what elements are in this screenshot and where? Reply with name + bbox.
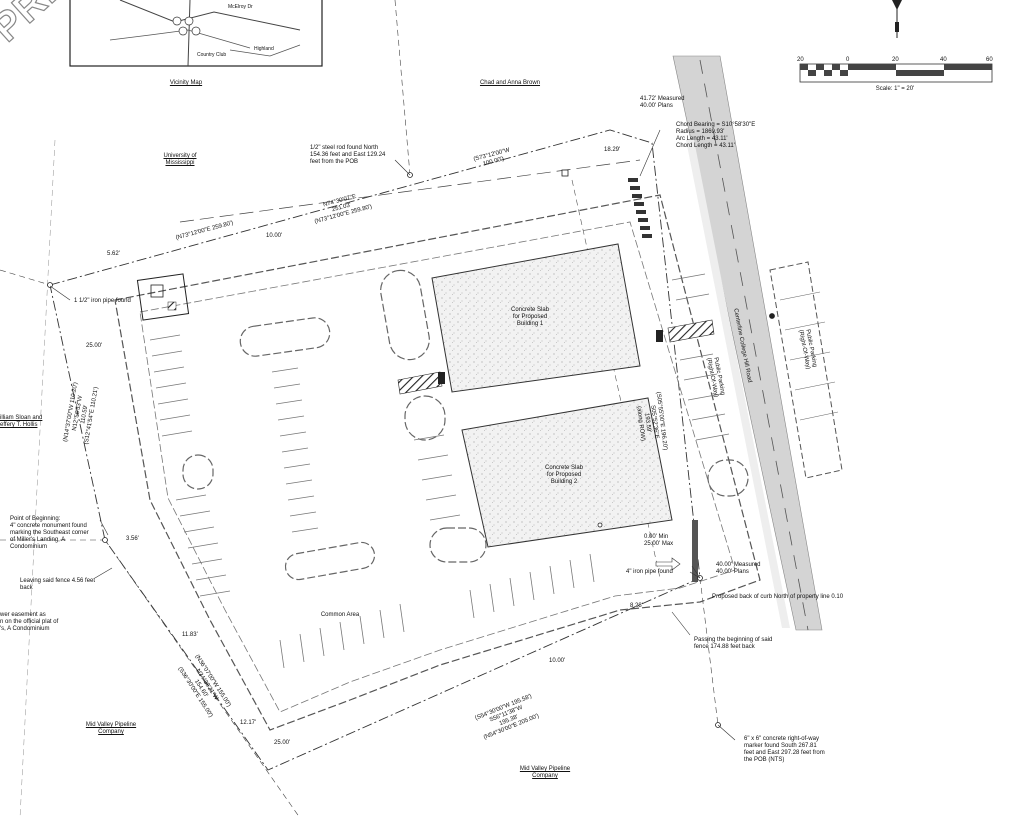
note-iron-pipe-4: 4" iron pipe found — [626, 569, 673, 575]
owner-chad-anna-brown: Chad and Anna Brown — [479, 80, 541, 86]
label-common-area: Common Area — [320, 612, 360, 618]
label-slab-building-1: Concrete Slab for Proposed Building 1 — [510, 307, 550, 327]
north-arrow-icon — [892, 0, 902, 38]
pavement-outline — [114, 194, 761, 731]
graphic-scale-bar — [799, 63, 993, 83]
vicinity-map-title: Vicinity Map — [169, 80, 203, 86]
dim-25-00-left: 25.00' — [86, 343, 103, 349]
survey-markers — [47, 172, 775, 728]
note-easement: wer easement as n on the official plat o… — [0, 612, 59, 632]
owner-mid-valley-pipeline-2: Mid Valley Pipeline Company — [519, 766, 571, 779]
note-row-marker: 6" x 6" concrete right-of-way marker fou… — [744, 736, 825, 763]
hatched-barriers — [397, 319, 715, 395]
note-leaving-fence: Leaving said fence 4.56 feet back — [20, 578, 96, 591]
dim-3-56: 3.56' — [126, 536, 139, 542]
scale-tick-60: 60 — [986, 57, 993, 63]
note-curve-data: Chord Bearing = S10°58'30"E Radius = 186… — [676, 122, 756, 149]
overhead-power-line — [179, 159, 641, 223]
vicinity-road-label-3: Highland — [254, 46, 274, 52]
dim-25-00-bottom: 25.00' — [274, 740, 291, 746]
leader-lines — [49, 129, 736, 741]
dim-18-29: 18.29' — [604, 147, 621, 153]
scale-tick-20: 20 — [892, 57, 899, 63]
note-passing-fence: Passing the beginning of said fence 174.… — [694, 637, 773, 650]
parking-islands — [182, 269, 749, 581]
scale-tick-0: 0 — [846, 57, 850, 63]
owner-sloan-hollis: illiam Sloan and effery T. Hollis — [0, 415, 43, 428]
crosswalk — [628, 178, 698, 582]
dim-12-17: 12.17' — [240, 720, 257, 726]
slab-building-2 — [461, 397, 673, 548]
owner-university-of-mississippi: University of Mississippi — [163, 153, 197, 166]
college-hill-road — [672, 55, 823, 631]
note-iron-pipe-1-1-2: 1 1/2" iron pipe found — [74, 298, 131, 304]
vicinity-map — [69, 0, 323, 67]
dim-5-62: 5.62' — [107, 251, 120, 257]
parking-stripes — [149, 273, 730, 669]
note-setback: 0.00' Min 25.00' Max — [644, 534, 674, 547]
public-parking-right — [769, 261, 843, 479]
note-back-of-curb: Proposed back of curb North of property … — [712, 594, 844, 600]
dim-8-28: 8.28' — [630, 603, 643, 609]
dim-10-00-bottom: 10.00' — [549, 658, 566, 664]
direction-arrow-icon — [655, 557, 681, 571]
note-measured-top: 41.72' Measured 40.00' Plans — [640, 96, 685, 109]
dim-11-83: 11.83' — [182, 632, 198, 638]
dim-10-00-top: 10.00' — [266, 233, 283, 239]
vicinity-road-label-1: McElroy Dr — [228, 4, 253, 10]
note-point-of-beginning: Point of Beginning: 4" concrete monument… — [10, 516, 89, 550]
utility-structure — [136, 273, 190, 321]
owner-mid-valley-pipeline-1: Mid Valley Pipeline Company — [85, 722, 137, 735]
vicinity-road-label-2: Country Club — [197, 52, 227, 58]
scale-tick-40: 40 — [940, 57, 947, 63]
note-measured-bottom: 40.00' Measured 40.00' Plans — [716, 562, 761, 575]
label-slab-building-2: Concrete Slab for Proposed Building 2 — [544, 465, 584, 485]
scale-tick-20-left: 20 — [797, 57, 804, 63]
slab-building-1 — [431, 243, 641, 393]
scale-caption: Scale: 1" = 20' — [875, 86, 915, 92]
note-steel-rod-found: 1/2" steel rod found North 154.36 feet a… — [310, 145, 386, 165]
